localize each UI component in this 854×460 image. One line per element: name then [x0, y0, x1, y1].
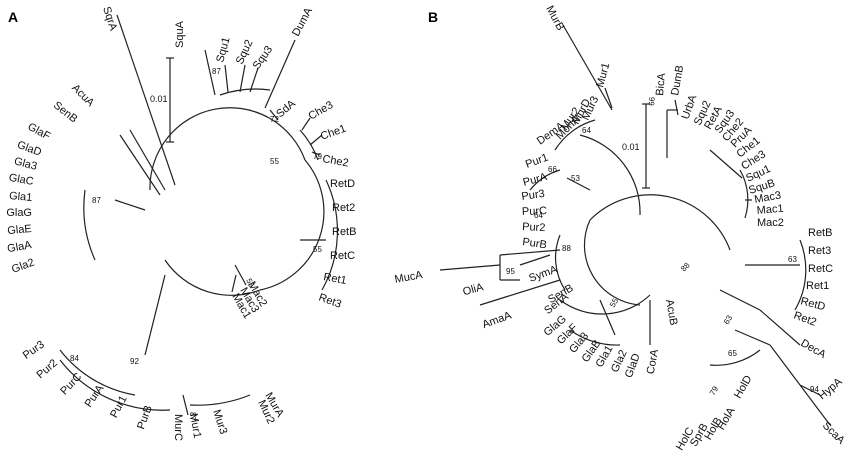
leaf-label: Pur3 [21, 339, 47, 362]
panel-a-label: A [8, 9, 18, 25]
leaf-label: HolD [732, 373, 755, 400]
panel-b-scale-label: 0.01 [622, 142, 640, 152]
panel-a-bootstrap: 87 72 79 55 55 55 87 92 84 87 [70, 67, 322, 421]
leaf-label: Squ1 [214, 36, 232, 64]
leaf-label: DecA [799, 337, 829, 361]
leaf-label: Pur2 [522, 221, 546, 234]
leaf-label: GlaA [6, 239, 33, 255]
bootstrap-value: 84 [70, 354, 79, 363]
panel-b-scale-bar: 0.01 [622, 103, 650, 189]
panel-a-scale-label: 0.01 [150, 94, 168, 104]
bootstrap-value: 92 [130, 357, 139, 366]
panel-b-bootstrap: 66 64 66 53 64 88 95 55 88 63 63 65 79 9… [506, 96, 819, 397]
leaf-label: HypA [816, 375, 845, 402]
bootstrap-value: 87 [212, 67, 221, 76]
leaf-label: Ret3 [808, 245, 831, 257]
leaf-label: Che1 [319, 123, 348, 143]
bootstrap-value: 95 [506, 267, 515, 276]
panel-a-leaf-labels: SqrA SquA Squ1 Squ2 Squ3 DumA SdA Che3 C… [6, 5, 356, 441]
panel-a-tree [59, 14, 339, 416]
bootstrap-value: 79 [708, 384, 721, 397]
leaf-label: Pur1 [524, 152, 550, 171]
bootstrap-value: 55 [244, 277, 256, 289]
leaf-label: GlaF [26, 121, 53, 143]
leaf-label: Ret1 [806, 280, 829, 292]
bootstrap-value: 55 [270, 157, 279, 166]
leaf-label: RetB [808, 227, 832, 239]
bootstrap-value: 66 [548, 165, 557, 174]
leaf-label: Squ3 [251, 44, 276, 72]
leaf-label: Pur3 [521, 188, 546, 203]
panel-b-tree [439, 24, 831, 426]
leaf-label: AmaA [481, 309, 514, 331]
leaf-label: Mur1 [594, 61, 612, 88]
leaf-label: OliA [462, 281, 486, 298]
leaf-label: Pur2 [34, 357, 60, 381]
bootstrap-value: 72 [270, 115, 279, 124]
bootstrap-value: 88 [562, 244, 571, 253]
bootstrap-value: 94 [810, 385, 819, 394]
bootstrap-value: 63 [722, 313, 735, 326]
leaf-label: ScaA [820, 420, 848, 448]
panel-b-leaf-labels: MurB Mur1 Mur3 MurD Mur2 MonA DemA Pur1 … [394, 4, 848, 453]
leaf-label: CorA [645, 348, 661, 375]
leaf-label: Che3 [307, 99, 336, 123]
leaf-label: Mac3 [753, 189, 782, 205]
leaf-label: Mur1 [187, 412, 203, 439]
leaf-label: RetB [332, 226, 356, 238]
panel-b-label: B [428, 9, 438, 25]
leaf-label: Che2 [321, 153, 349, 169]
leaf-label: AcuA [69, 82, 97, 110]
bootstrap-value: 88 [679, 260, 692, 273]
leaf-label: GlaE [7, 223, 32, 237]
bootstrap-value: 55 [313, 245, 322, 254]
bootstrap-value: 87 [92, 196, 101, 205]
panel-a-scale-bar: 0.01 [150, 57, 174, 143]
leaf-label: Mac1 [756, 203, 784, 217]
leaf-label: AcuB [663, 298, 679, 326]
leaf-label: SquA [174, 20, 186, 48]
leaf-label: MucA [394, 269, 424, 286]
leaf-label: PurC [58, 371, 84, 398]
leaf-label: Gla2 [10, 257, 36, 276]
leaf-label: PurA [522, 171, 549, 189]
leaf-label: GlaC [8, 172, 35, 188]
leaf-label: MurC [172, 414, 184, 441]
leaf-label: RetC [808, 263, 833, 275]
bootstrap-value: 66 [647, 96, 657, 106]
leaf-label: DumA [290, 5, 315, 38]
leaf-label: RetC [330, 250, 355, 262]
leaf-label: Ret2 [792, 310, 818, 329]
leaf-label: Pur1 [108, 394, 130, 420]
panel-b: B 0.01 [394, 4, 848, 453]
panel-a: A 0.01 [6, 5, 356, 441]
leaf-label: PurC [522, 205, 548, 218]
bootstrap-value: 79 [313, 152, 322, 161]
leaf-label: Gla1 [9, 190, 33, 204]
leaf-label: Mur3 [210, 408, 229, 436]
leaf-label: SenB [51, 99, 80, 125]
leaf-label: BicA [654, 72, 668, 96]
bootstrap-value: 53 [571, 174, 580, 183]
leaf-label: RetD [330, 178, 355, 190]
leaf-label: GlaG [6, 207, 32, 219]
leaf-label: Ret3 [317, 292, 343, 311]
bootstrap-value: 87 [188, 412, 197, 421]
leaf-label: SqrA [100, 5, 119, 33]
leaf-label: RetD [799, 295, 826, 313]
bootstrap-value: 55 [608, 296, 621, 309]
leaf-label: Mac2 [757, 217, 784, 229]
bootstrap-value: 64 [534, 211, 543, 220]
leaf-label: Ret2 [332, 202, 355, 214]
bootstrap-value: 64 [582, 126, 591, 135]
leaf-label: DumB [669, 64, 686, 96]
leaf-label: PurB [522, 236, 548, 251]
leaf-label: Gla3 [13, 155, 39, 173]
bootstrap-value: 65 [728, 349, 737, 358]
bootstrap-value: 63 [788, 255, 797, 264]
leaf-label: MurB [543, 4, 566, 33]
leaf-label: Ret1 [322, 271, 347, 287]
